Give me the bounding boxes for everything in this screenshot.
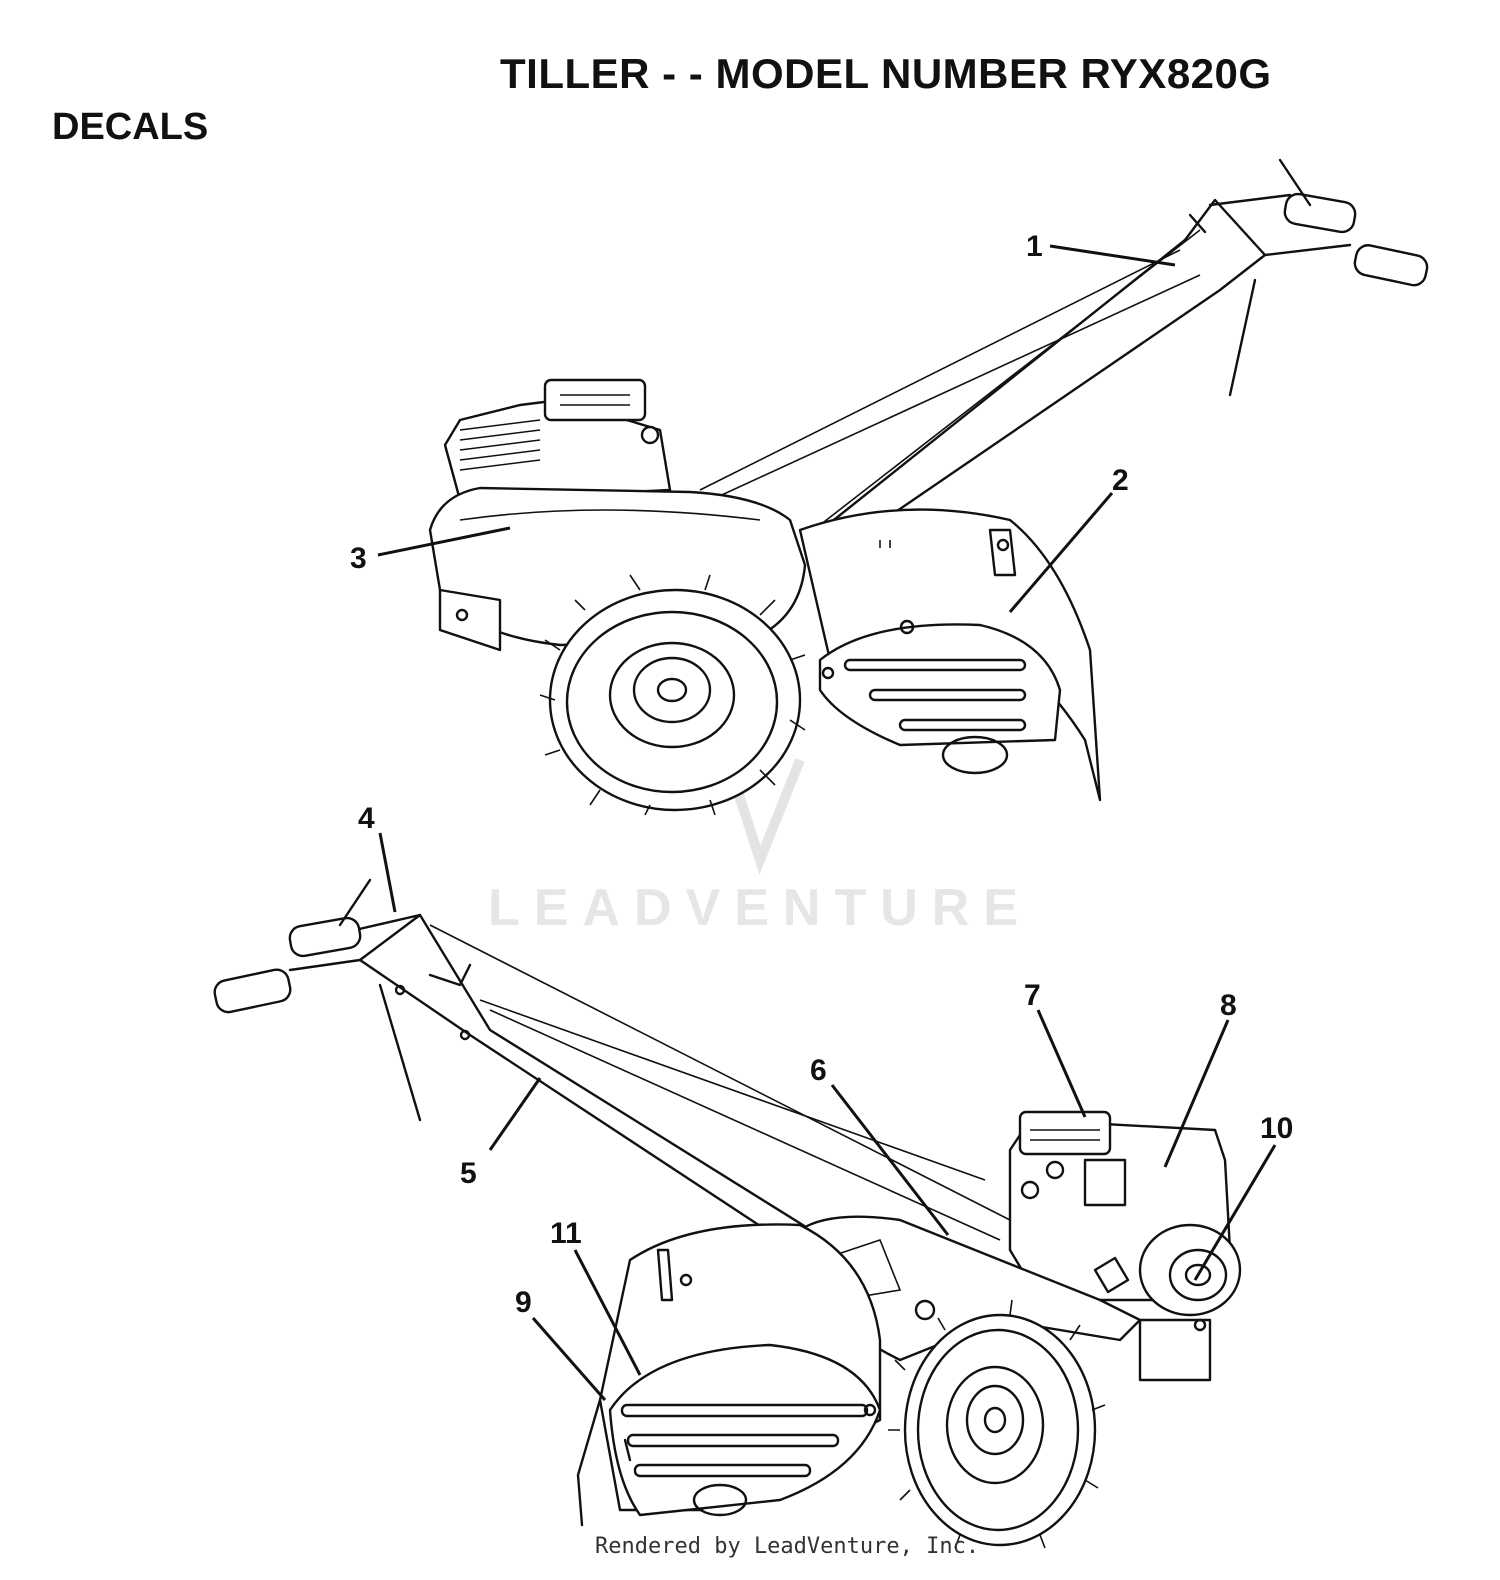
tiller-top-view <box>428 158 1429 816</box>
watermark-text: LEADVENTURE <box>488 879 1033 937</box>
callout-10: 10 <box>1260 1112 1293 1145</box>
callout-8: 8 <box>1220 989 1237 1022</box>
tiller-bottom-view <box>213 878 1242 1549</box>
callout-1: 1 <box>1026 230 1043 263</box>
callout-2: 2 <box>1112 464 1129 497</box>
section-heading: DECALS <box>52 106 209 148</box>
footer-credit: Rendered by LeadVenture, Inc. <box>595 1534 980 1559</box>
callout-9: 9 <box>515 1286 532 1319</box>
callout-4: 4 <box>358 802 375 835</box>
callout-5: 5 <box>460 1157 477 1190</box>
callout-11: 11 <box>550 1217 582 1250</box>
callout-leaders <box>377 244 1277 1401</box>
callout-7: 7 <box>1024 979 1041 1012</box>
callout-labels: 1 2 3 4 5 6 7 8 9 10 11 <box>350 230 1293 1319</box>
callout-3: 3 <box>350 542 367 575</box>
page-title: TILLER - - MODEL NUMBER RYX820G <box>500 50 1272 97</box>
callout-6: 6 <box>810 1054 827 1087</box>
